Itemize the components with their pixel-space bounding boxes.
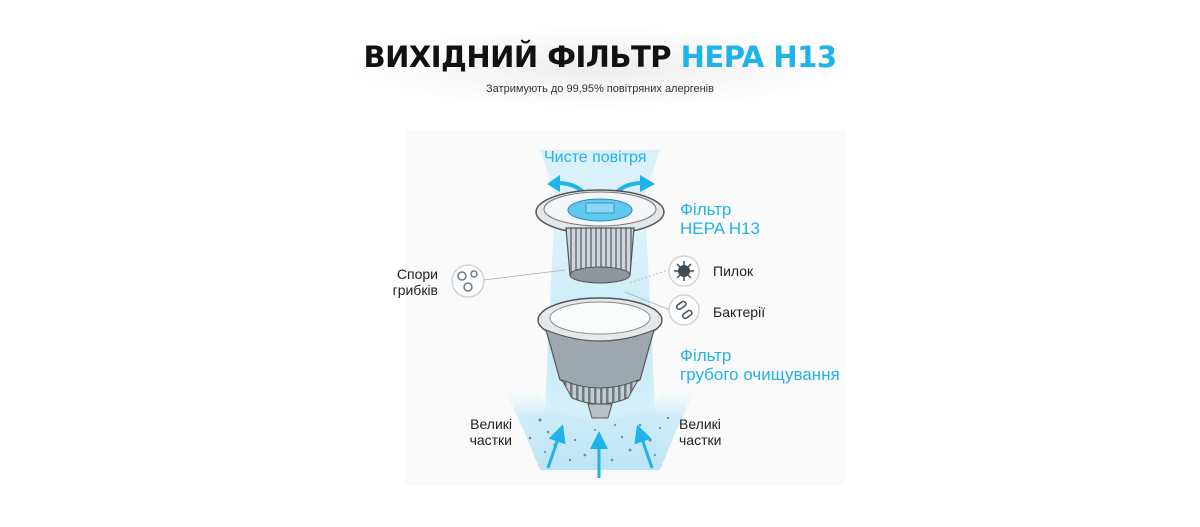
title-main: ВИХІДНИЙ ФІЛЬТР [363, 40, 672, 74]
label-large-particles-right: Великі частки [679, 416, 721, 448]
label-coarse-line1: Фільтр [680, 346, 732, 365]
bacteria-pointer [624, 291, 671, 311]
label-hepa-filter: Фільтр HEPA H13 [680, 200, 760, 238]
label-coarse-line2: грубого очищування [680, 365, 840, 384]
label-large-right-line1: Великі [679, 416, 721, 432]
label-large-left-line2: частки [469, 432, 512, 448]
label-pollen: Пилок [713, 263, 754, 279]
label-hepa-line1: Фільтр [680, 200, 732, 219]
page-title: ВИХІДНИЙ ФІЛЬТР HEPA H13 [0, 40, 1200, 74]
spores-pointer [483, 269, 566, 281]
label-hepa-line2: HEPA H13 [680, 219, 761, 238]
label-spores-line1: Спори [396, 266, 438, 282]
label-large-left-line1: Великі [470, 416, 512, 432]
label-large-particles-left: Великі частки [446, 416, 512, 448]
bacteria-icon [668, 294, 700, 326]
label-large-right-line2: частки [679, 432, 722, 448]
title-accent: HEPA H13 [680, 40, 837, 74]
arrow-up-icon [546, 424, 654, 478]
hepa-filter [535, 189, 665, 284]
label-bacteria: Бактерії [713, 304, 766, 320]
page-subtitle: Затримують до 99,95% повітряних алергені… [486, 83, 714, 95]
coarse-filter [537, 297, 663, 419]
label-spores-line2: грибків [392, 282, 438, 298]
pollen-pointer [629, 269, 669, 284]
pollen-icon [668, 255, 700, 287]
title-halo [350, 28, 850, 108]
intake-flow [505, 380, 695, 470]
label-spores: Спори грибків [376, 266, 438, 298]
label-coarse-filter: Фільтр грубого очищування [680, 346, 840, 384]
label-clean-air: Чисте повітря [544, 149, 647, 166]
spores-icon [451, 264, 485, 298]
